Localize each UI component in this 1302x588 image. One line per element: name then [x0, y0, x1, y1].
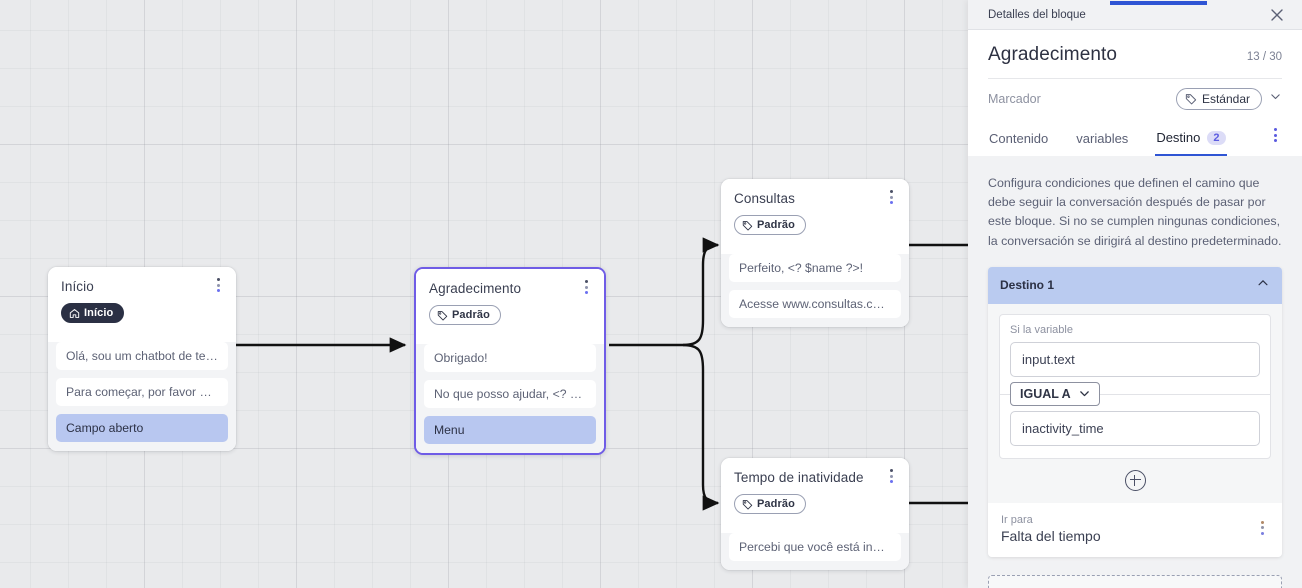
variable-input[interactable]: input.text — [1010, 341, 1260, 377]
overflow-menu-icon[interactable] — [884, 190, 898, 206]
operator-label: IGUAL A — [1020, 386, 1071, 401]
node-messages: Perfeito, <? $name ?>! Acesse www.consul… — [721, 253, 909, 327]
node-title: Tempo de inatividade — [734, 470, 864, 485]
operator-row: IGUAL A — [999, 377, 1270, 411]
status-badge: 2 — [1207, 130, 1226, 145]
compare-value-input[interactable]: inactivity_time — [1010, 410, 1260, 446]
node-title: Consultas — [734, 191, 795, 206]
plus-circle-icon[interactable] — [1124, 469, 1146, 491]
goto-label: Ir para — [1001, 513, 1033, 526]
operator-select[interactable]: IGUAL A — [1010, 381, 1100, 406]
tab-contenido[interactable]: Contenido — [988, 125, 1049, 155]
char-count: 13 / 30 — [1246, 51, 1282, 63]
node-title: Início — [61, 279, 94, 294]
panel-tabs: Contenido variables Destino 2 — [988, 119, 1282, 156]
node-tag-label: Padrão — [757, 498, 795, 511]
marker-label: Marcador — [988, 92, 1041, 106]
node-tag-badge: Padrão — [734, 215, 806, 236]
node-message[interactable]: Perfeito, <? $name ?>! — [729, 253, 901, 282]
add-condition-row — [988, 459, 1282, 503]
node-tag-label: Início — [84, 307, 114, 320]
destination-card: Destino 1 Si la variable input.text IGUA… — [988, 266, 1282, 557]
overflow-menu-icon[interactable] — [1255, 520, 1269, 537]
tab-destino[interactable]: Destino 2 — [1155, 124, 1227, 156]
chevron-up-icon[interactable] — [1256, 276, 1270, 295]
tag-icon — [437, 310, 448, 321]
goto-row[interactable]: Ir para Falta del tiempo — [988, 502, 1282, 557]
destination-header[interactable]: Destino 1 — [988, 266, 1282, 304]
node-tag-badge: Padrão — [429, 305, 501, 326]
flow-node-inatividade[interactable]: Tempo de inatividade Padrão Percebi que … — [721, 458, 909, 570]
overflow-menu-icon[interactable] — [211, 278, 225, 294]
marker-chip-label: Estándar — [1201, 92, 1250, 106]
node-messages: Percebi que você está inativo. C... — [721, 532, 909, 570]
tag-icon — [742, 499, 753, 510]
overflow-menu-icon[interactable] — [884, 469, 898, 485]
node-header: Consultas Padrão — [721, 179, 909, 246]
top-progress-rail — [1110, 1, 1207, 5]
node-tag-label: Padrão — [757, 219, 795, 232]
node-header: Agradecimento Padrão — [416, 269, 604, 336]
panel-topbar: Detalles del bloque — [968, 0, 1302, 30]
condition-box: Si la variable input.text IGUAL A inacti… — [999, 313, 1271, 459]
tab-label: Contenido — [989, 131, 1049, 146]
node-message-highlight[interactable]: Campo aberto — [56, 413, 228, 442]
overflow-menu-icon[interactable] — [1268, 128, 1282, 152]
node-message[interactable]: Obrigado! — [424, 343, 596, 372]
flow-canvas[interactable]: Início Início Olá, sou um chatbot de tes… — [0, 0, 968, 588]
tab-variables[interactable]: variables — [1075, 125, 1129, 155]
node-message[interactable]: Acesse www.consultas.com par... — [729, 289, 901, 318]
node-message[interactable]: Percebi que você está inativo. C... — [729, 532, 901, 561]
marker-controls: Estándar — [1175, 88, 1282, 110]
node-header: Tempo de inatividade Padrão — [721, 458, 909, 525]
goto-value: Falta del tiempo — [1001, 527, 1101, 544]
node-messages: Olá, sou um chatbot de teste! Para começ… — [48, 341, 236, 451]
overflow-menu-icon[interactable] — [579, 280, 593, 296]
node-message-highlight[interactable]: Menu — [424, 415, 596, 444]
edge-agradecimento-consultas — [682, 237, 720, 347]
panel-topbar-title: Detalles del bloque — [988, 8, 1086, 21]
flow-node-agradecimento[interactable]: Agradecimento Padrão Obrigado! No que po… — [414, 267, 606, 455]
chevron-down-icon — [1079, 391, 1089, 397]
node-header: Início Início — [48, 267, 236, 334]
node-message[interactable]: Para começar, por favor digite o ... — [56, 377, 228, 406]
tag-icon — [742, 220, 753, 231]
goto-text-group: Ir para Falta del tiempo — [1001, 514, 1101, 544]
page-title: Agradecimento — [988, 44, 1118, 65]
tab-label: Destino — [1156, 130, 1201, 145]
close-icon[interactable] — [1269, 7, 1285, 23]
marker-chip[interactable]: Estándar — [1175, 88, 1262, 110]
panel-body: Configura condiciones que definen el cam… — [968, 156, 1302, 588]
block-details-panel: Detalles del bloque Agradecimento 13 / 3… — [968, 0, 1302, 588]
node-message[interactable]: No que posso ajudar, <? $name ... — [424, 379, 596, 408]
node-messages: Obrigado! No que posso ajudar, <? $name … — [416, 343, 604, 453]
chevron-down-icon[interactable] — [1269, 90, 1282, 108]
destination-header-title: Destino 1 — [1000, 278, 1055, 293]
condition-label: Si la variable — [1010, 323, 1073, 336]
node-tag-badge: Início — [61, 303, 125, 324]
destino-description: Configura condiciones que definen el cam… — [988, 176, 1282, 248]
block-title-row: Agradecimento 13 / 30 — [988, 30, 1282, 79]
node-tag-badge: Padrão — [734, 494, 806, 515]
flow-node-consultas[interactable]: Consultas Padrão Perfeito, <? $name ?>! … — [721, 179, 909, 327]
edge-agradecimento-inatividade — [682, 343, 720, 511]
node-message[interactable]: Olá, sou um chatbot de teste! — [56, 341, 228, 370]
tab-label: variables — [1076, 131, 1129, 146]
tag-icon — [1185, 94, 1197, 105]
marker-row: Marcador Estándar — [988, 79, 1282, 119]
flow-node-inicio[interactable]: Início Início Olá, sou um chatbot de tes… — [48, 267, 236, 451]
node-tag-label: Padrão — [452, 309, 490, 322]
add-destination-button[interactable]: Agregar destino — [988, 574, 1282, 588]
node-title: Agradecimento — [429, 281, 522, 296]
home-icon — [69, 308, 80, 318]
panel-header-section: Agradecimento 13 / 30 Marcador Estándar — [968, 30, 1302, 156]
